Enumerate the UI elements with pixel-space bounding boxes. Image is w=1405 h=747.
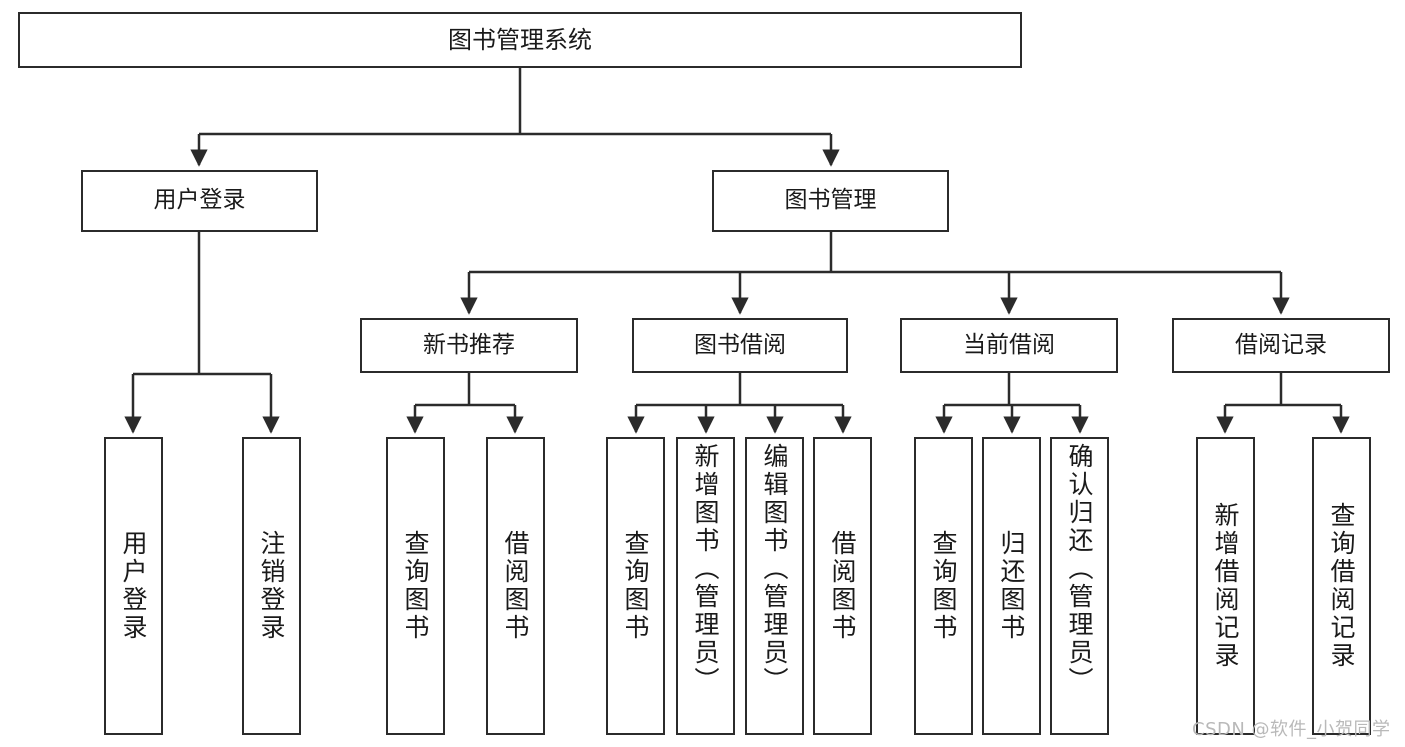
leaf-book-borrow-add[interactable]: 新增图书（管理员） xyxy=(676,437,735,735)
leaf-new-book-query[interactable]: 查询图书 xyxy=(386,437,445,735)
leaf-current-borrow-confirm-return[interactable]: 确认归还（管理员） xyxy=(1050,437,1109,735)
leaf-book-borrow-edit[interactable]: 编辑图书（管理员） xyxy=(745,437,804,735)
leaf-user-login-login[interactable]: 用户登录 xyxy=(104,437,163,735)
leaf-current-borrow-return[interactable]: 归还图书 xyxy=(982,437,1041,735)
node-label: 归还图书 xyxy=(997,530,1026,642)
leaf-borrow-record-query[interactable]: 查询借阅记录 xyxy=(1312,437,1371,735)
leaf-borrow-record-add[interactable]: 新增借阅记录 xyxy=(1196,437,1255,735)
node-label: 图书借阅 xyxy=(694,331,786,358)
node-current-borrow[interactable]: 当前借阅 xyxy=(900,318,1118,373)
node-label: 借阅图书 xyxy=(501,530,530,642)
node-label: 查询图书 xyxy=(929,530,958,642)
node-label: 当前借阅 xyxy=(963,331,1055,358)
node-new-book-recommend[interactable]: 新书推荐 xyxy=(360,318,578,373)
node-user-login[interactable]: 用户登录 xyxy=(81,170,318,232)
node-label: 查询图书 xyxy=(621,530,650,642)
node-label: 借阅记录 xyxy=(1235,331,1327,358)
node-label: 编辑图书（管理员） xyxy=(760,443,789,695)
node-label: 图书管理 xyxy=(784,187,877,214)
node-label: 新书推荐 xyxy=(423,331,515,358)
node-label: 新增借阅记录 xyxy=(1211,502,1240,670)
node-label: 用户登录 xyxy=(119,530,148,642)
leaf-book-borrow-borrow[interactable]: 借阅图书 xyxy=(813,437,872,735)
node-book-borrow[interactable]: 图书借阅 xyxy=(632,318,848,373)
node-label: 用户登录 xyxy=(153,187,246,214)
node-root-system[interactable]: 图书管理系统 xyxy=(18,12,1022,68)
node-label: 查询借阅记录 xyxy=(1327,502,1356,670)
leaf-book-borrow-query[interactable]: 查询图书 xyxy=(606,437,665,735)
node-label: 查询图书 xyxy=(401,530,430,642)
node-label: 确认归还（管理员） xyxy=(1065,443,1094,695)
leaf-user-login-logout[interactable]: 注销登录 xyxy=(242,437,301,735)
leaf-current-borrow-query[interactable]: 查询图书 xyxy=(914,437,973,735)
node-label: 图书管理系统 xyxy=(448,25,592,54)
node-label: 新增图书（管理员） xyxy=(691,443,720,695)
node-label: 注销登录 xyxy=(257,530,286,642)
node-book-management[interactable]: 图书管理 xyxy=(712,170,949,232)
node-label: 借阅图书 xyxy=(828,530,857,642)
leaf-new-book-borrow[interactable]: 借阅图书 xyxy=(486,437,545,735)
node-borrow-record[interactable]: 借阅记录 xyxy=(1172,318,1390,373)
